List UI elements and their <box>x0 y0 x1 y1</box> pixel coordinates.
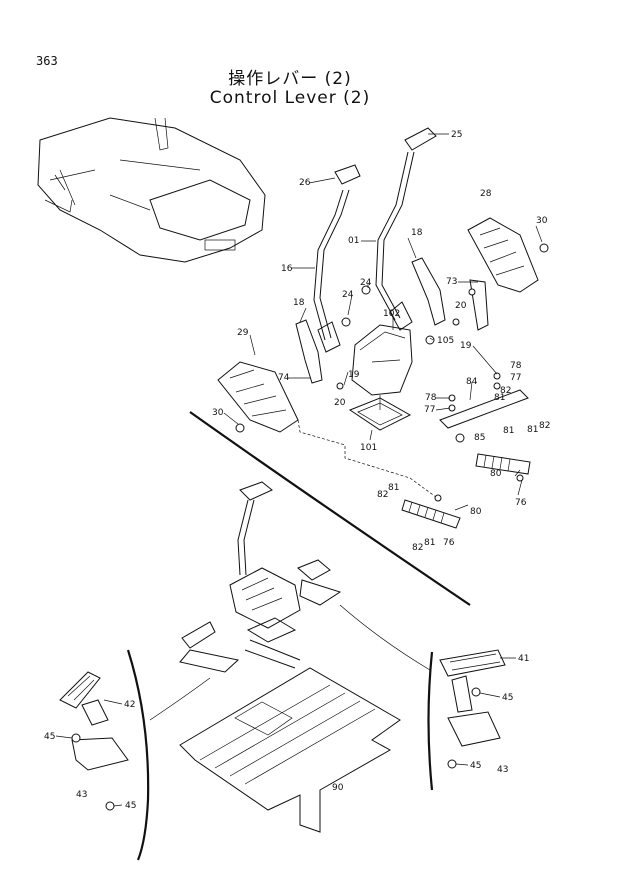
pedal-28 <box>467 217 539 293</box>
spring-76b <box>475 453 531 475</box>
bracket-18b <box>295 319 323 384</box>
callout: 105 <box>437 336 454 346</box>
callout: 19 <box>460 341 472 351</box>
lever-26 <box>313 164 361 353</box>
callout: 26 <box>299 178 311 188</box>
callout: 76 <box>443 538 455 548</box>
callout: 82 <box>500 386 511 396</box>
callout: 19 <box>348 370 360 380</box>
callout: 24 <box>342 290 354 300</box>
callout: 42 <box>124 700 135 710</box>
left-panel-bracket <box>126 649 150 861</box>
spring-76a <box>401 499 461 529</box>
page-number: 363 <box>36 54 58 68</box>
callout: 43 <box>76 790 87 800</box>
connector-left <box>149 677 211 721</box>
callout: 43 <box>497 765 508 775</box>
machine-overview <box>37 117 266 263</box>
title-japanese: 操作レバー (2) <box>228 69 352 89</box>
right-panel-bracket <box>427 651 434 791</box>
lever-25 <box>375 127 437 331</box>
callout: 24 <box>360 278 372 288</box>
callout: 81 <box>424 538 435 548</box>
bracket-18a <box>411 257 446 326</box>
connector-right <box>339 604 431 671</box>
bracket-73 <box>469 279 489 331</box>
callout: 30 <box>212 408 224 418</box>
plate-84 <box>439 389 529 429</box>
callout: 80 <box>490 469 502 479</box>
small-parts <box>71 243 549 811</box>
callout: 45 <box>470 761 481 771</box>
pedal-41 <box>439 649 506 677</box>
callout: 28 <box>480 189 492 199</box>
callout: 81 <box>494 393 505 403</box>
callout: 90 <box>332 783 344 793</box>
plate-43-left <box>71 737 129 771</box>
callout: 20 <box>334 398 346 408</box>
callout: 45 <box>502 693 513 703</box>
base-outline <box>297 419 441 501</box>
leader-lines <box>55 133 543 807</box>
callout: 82 <box>377 490 388 500</box>
callout: 45 <box>44 732 55 742</box>
divider-curve <box>189 411 471 606</box>
pedal-42 <box>59 671 101 709</box>
callout: 77 <box>510 373 521 383</box>
callout: 82 <box>539 421 550 431</box>
callout: 76 <box>515 498 527 508</box>
callout: 73 <box>446 277 457 287</box>
callout: 18 <box>411 228 423 238</box>
callout: 18 <box>293 298 305 308</box>
callout: 85 <box>474 433 485 443</box>
callout: 80 <box>470 507 482 517</box>
plate-43-right <box>447 711 501 747</box>
callout: 101 <box>360 443 377 453</box>
callout: 41 <box>518 654 529 664</box>
callout: 45 <box>125 801 136 811</box>
callout: 25 <box>451 130 462 140</box>
callout: 77 <box>424 405 435 415</box>
title-english: Control Lever (2) <box>209 88 371 108</box>
control-valve-block <box>348 324 413 431</box>
callout: 29 <box>237 328 249 338</box>
callout: 20 <box>455 301 467 311</box>
callout: 82 <box>412 543 423 553</box>
callout: 78 <box>510 361 522 371</box>
callout-labels: 25 26 28 30 01 18 16 24 24 73 20 18 102 … <box>44 130 550 811</box>
callout: 81 <box>503 426 514 436</box>
callout: 74 <box>278 373 290 383</box>
callout: 102 <box>383 309 400 319</box>
callout: 16 <box>281 264 293 274</box>
callout: 78 <box>425 393 437 403</box>
floor-plate-90 <box>179 667 401 833</box>
callout: 81 <box>388 483 399 493</box>
pedal-29 <box>217 361 299 433</box>
callout: 01 <box>348 236 359 246</box>
callout: 30 <box>536 216 548 226</box>
assembly-view <box>179 481 342 673</box>
callout: 81 <box>527 425 538 435</box>
